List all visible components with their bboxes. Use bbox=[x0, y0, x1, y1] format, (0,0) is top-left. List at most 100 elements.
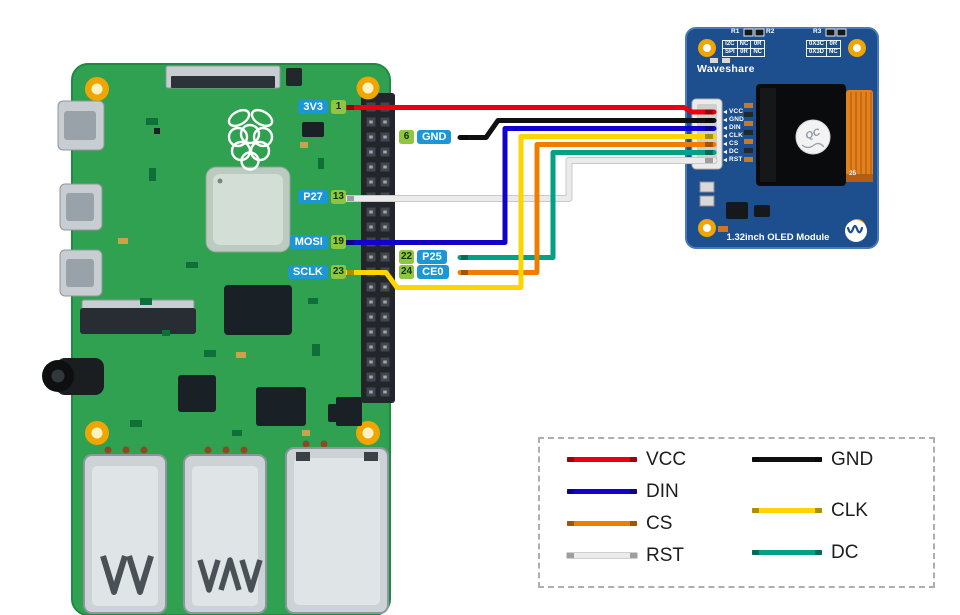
ic-chip bbox=[256, 387, 306, 426]
legend-label: VCC bbox=[646, 448, 687, 470]
oled-pin-label: RST bbox=[729, 156, 743, 163]
raspberry-pi-logo-icon bbox=[227, 108, 274, 171]
gpio-header bbox=[361, 93, 395, 403]
legend-wire-swatch bbox=[567, 489, 637, 494]
oled-brand-text: Waveshare bbox=[697, 63, 755, 75]
arrow-left-icon bbox=[723, 142, 727, 146]
passive-components bbox=[118, 118, 324, 436]
display-connector bbox=[80, 299, 196, 334]
poe-header bbox=[328, 404, 356, 422]
pin-function-badge: P27 bbox=[298, 190, 328, 204]
pin-number-badge: 22 bbox=[399, 250, 415, 264]
soc-chip bbox=[205, 166, 291, 253]
legend-label: GND bbox=[831, 448, 874, 470]
pin-number-badge: 13 bbox=[330, 190, 346, 204]
pin-function-badge: MOSI bbox=[289, 235, 328, 249]
oled-config-table-left: I2C NC 0R SPI 0R NC bbox=[722, 40, 766, 57]
oled-pin-cs: CS bbox=[723, 140, 738, 148]
pin-function-badge: GND bbox=[417, 130, 452, 144]
legend-entry-vcc: VCC bbox=[567, 449, 686, 470]
pin-function-badge: P25 bbox=[417, 250, 447, 264]
table-cell: 0X3C bbox=[805, 40, 828, 49]
wire-gnd bbox=[457, 118, 717, 140]
pin-function-badge: SCLK bbox=[287, 265, 328, 279]
wire-clk bbox=[343, 134, 717, 290]
oled-pin-vcc: VCC bbox=[723, 108, 743, 116]
raspberry-pi-board bbox=[42, 63, 395, 615]
micro-hdmi-port-2 bbox=[59, 249, 103, 297]
hdmi-port bbox=[57, 100, 105, 151]
flex-cable bbox=[846, 90, 873, 182]
legend-wire-swatch bbox=[752, 457, 822, 462]
table-cell: 0R bbox=[750, 40, 766, 49]
legend-label: CS bbox=[646, 512, 673, 534]
wire-dc bbox=[457, 150, 717, 260]
pi-pin-22-p25: 22 P25 bbox=[399, 250, 447, 264]
legend-label: CLK bbox=[831, 499, 868, 521]
resistor-label: R2 bbox=[766, 28, 775, 35]
legend-label: RST bbox=[646, 544, 684, 566]
arrow-left-icon bbox=[723, 110, 727, 114]
pi-pin-6-gnd: 6 GND bbox=[399, 130, 452, 144]
pin-number-badge: 24 bbox=[399, 265, 415, 279]
wire-rst-outline bbox=[342, 157, 718, 202]
oled-pin-label: GND bbox=[729, 116, 745, 123]
usb-port-1 bbox=[83, 454, 167, 614]
wire-din bbox=[343, 126, 717, 245]
pin-number-badge: 19 bbox=[330, 235, 346, 249]
pi-pin-24-ce0: 24 CE0 bbox=[399, 265, 449, 279]
pin-number-badge: 1 bbox=[331, 100, 346, 114]
legend-label: DC bbox=[831, 541, 859, 563]
wires bbox=[342, 105, 718, 290]
micro-hdmi-port-1 bbox=[59, 183, 103, 231]
pin-function-badge: CE0 bbox=[417, 265, 449, 279]
pi-pin-1-3v3: 3V3 1 bbox=[298, 100, 346, 114]
table-cell: NC bbox=[826, 48, 841, 57]
legend-wire-swatch bbox=[567, 553, 637, 558]
oled-pin-din: DIN bbox=[723, 124, 741, 132]
arrow-left-icon bbox=[723, 134, 727, 138]
pin-number-badge: 6 bbox=[399, 130, 414, 144]
small-connector bbox=[286, 68, 302, 86]
legend-entry-dc: DC bbox=[752, 542, 858, 563]
ethernet-port bbox=[285, 447, 389, 614]
ic-chip bbox=[302, 122, 324, 137]
oled-ic bbox=[754, 205, 770, 217]
oled-pin-label: VCC bbox=[729, 108, 744, 115]
arrow-left-icon bbox=[723, 150, 727, 154]
wire-vcc bbox=[343, 105, 717, 115]
oled-pin-dc: DC bbox=[723, 148, 739, 156]
table-cell: 0X3D bbox=[805, 48, 828, 57]
pi-pin-13-p27: P27 13 bbox=[298, 190, 346, 204]
legend-wire-swatch bbox=[567, 521, 637, 526]
wiring-legend: VCC DIN CS RST GND CLK DC bbox=[538, 437, 935, 588]
table-cell: NC bbox=[750, 48, 766, 57]
oled-pin-label: CS bbox=[729, 140, 739, 147]
resistor-icons bbox=[743, 28, 847, 37]
ram-chip bbox=[224, 285, 292, 335]
oled-pin-rst: RST bbox=[723, 156, 743, 164]
legend-entry-gnd: GND bbox=[752, 449, 873, 470]
oled-config-table-right: 0X3C 0R 0X3D NC bbox=[805, 40, 841, 57]
table-cell: SPI bbox=[722, 48, 738, 57]
pi-pin-23-sclk: SCLK 23 bbox=[287, 265, 346, 279]
legend-wire-swatch bbox=[752, 550, 822, 555]
wire-cs bbox=[457, 142, 717, 275]
audio-jack bbox=[42, 358, 104, 395]
mounting-hole-top-right bbox=[356, 76, 380, 100]
solder-pads bbox=[104, 440, 328, 454]
table-cell: NC bbox=[736, 40, 752, 49]
pin-number-badge: 23 bbox=[330, 265, 346, 279]
legend-wire-swatch bbox=[567, 457, 637, 462]
table-cell: 0R bbox=[826, 40, 841, 49]
oled-pin-label: DIN bbox=[729, 124, 741, 131]
legend-wire-swatch bbox=[752, 508, 822, 513]
oled-passives bbox=[699, 58, 753, 232]
legend-label: DIN bbox=[646, 480, 679, 502]
table-cell: 0R bbox=[736, 48, 752, 57]
pin-function-badge: 3V3 bbox=[298, 100, 328, 114]
pi-pin-19-mosi: MOSI 19 bbox=[289, 235, 346, 249]
legend-entry-din: DIN bbox=[567, 481, 679, 502]
legend-entry-rst: RST bbox=[567, 545, 684, 566]
